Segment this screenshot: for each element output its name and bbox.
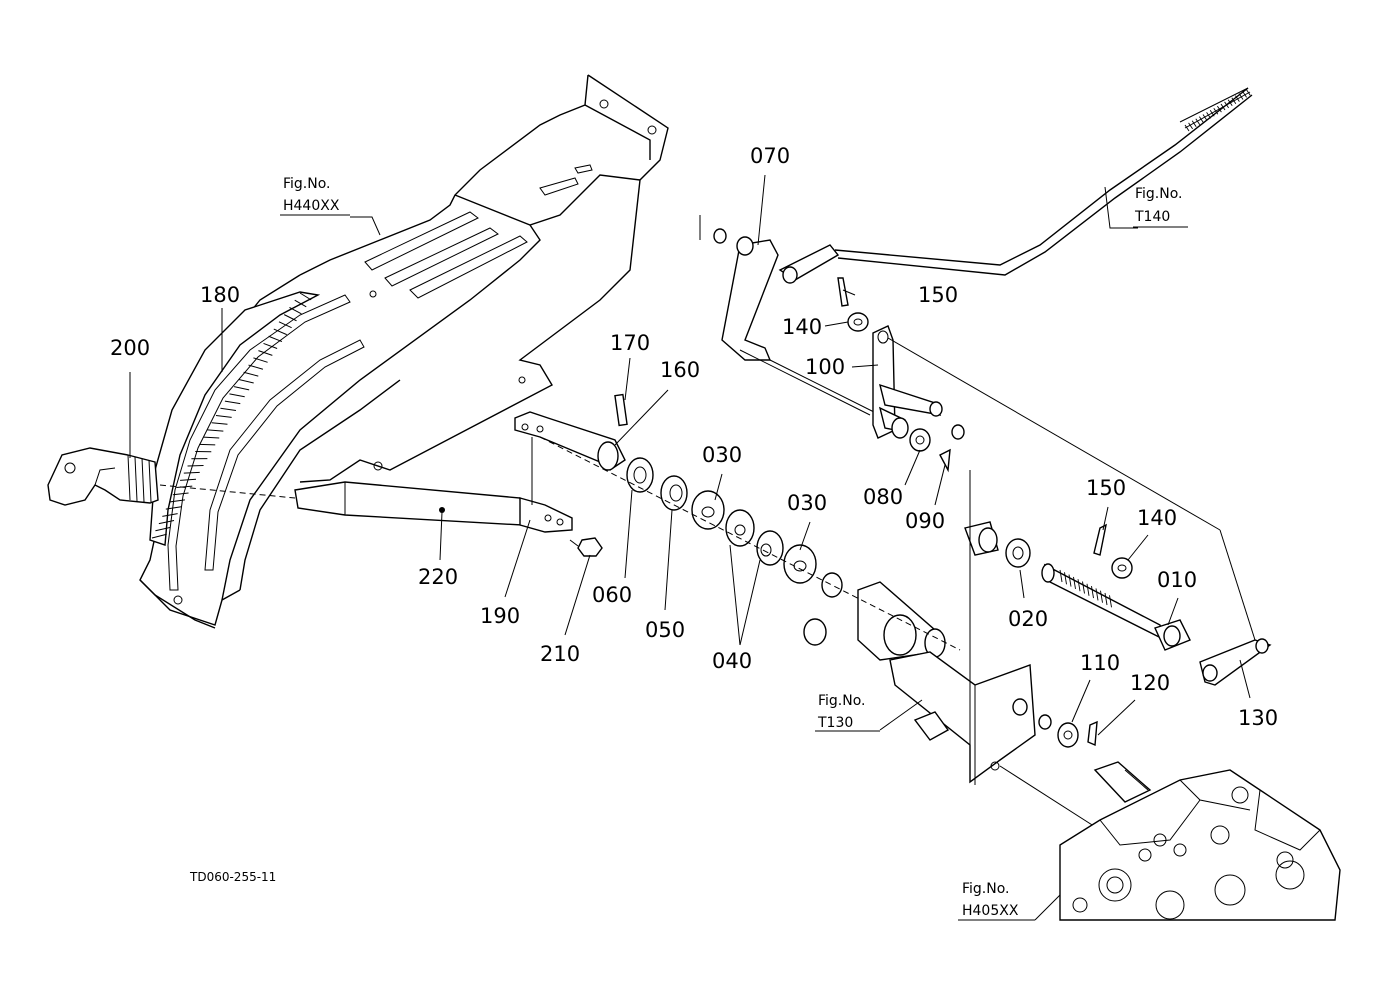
roll-pin [614, 393, 628, 427]
label-190: 190 [480, 604, 520, 628]
drawing-code: TD060-255-11 [189, 870, 276, 884]
washer-110 [1038, 714, 1079, 748]
lever-grip [47, 447, 159, 506]
clevis-pin-upper [837, 277, 849, 307]
fig-ref-t130-code: T130 [817, 715, 853, 731]
fig-ref-h405-code: H405XX [962, 903, 1019, 919]
label-150-upper: 150 [918, 283, 958, 307]
lever-bar [159, 481, 573, 533]
pivot-bracket [514, 411, 626, 505]
label-080: 080 [863, 485, 903, 509]
label-070: 070 [750, 144, 790, 168]
fig-ref-t140-label: Fig.No. [1135, 186, 1183, 202]
lever-plate [872, 325, 1256, 641]
label-130: 130 [1238, 706, 1278, 730]
ribs [151, 292, 312, 539]
label-140-upper: 140 [782, 315, 822, 339]
bolt [569, 537, 603, 557]
threaded-shaft [964, 521, 1272, 686]
label-050: 050 [645, 618, 685, 642]
label-100: 100 [805, 355, 845, 379]
cotter-120 [1087, 720, 1098, 747]
spacer-stack [539, 436, 961, 661]
mount-bracket [889, 470, 1101, 831]
fig-ref-t140-code: T140 [1134, 209, 1170, 225]
label-090: 090 [905, 509, 945, 533]
label-170: 170 [610, 331, 650, 355]
fig-ref-h440-label: Fig.No. [283, 176, 331, 192]
washer-080 [909, 428, 931, 452]
label-120: 120 [1130, 671, 1170, 695]
label-180: 180 [200, 283, 240, 307]
figure-references: Fig.No. H440XX Fig.No. T140 Fig.No. T130… [280, 176, 1188, 921]
label-040: 040 [712, 649, 752, 673]
ribbed-guide [149, 291, 321, 546]
label-160: 160 [660, 358, 700, 382]
washer-upper [847, 312, 869, 332]
label-060: 060 [592, 583, 632, 607]
label-210: 210 [540, 642, 580, 666]
part-number-labels: 070 150 140 100 180 200 170 160 030 030 … [110, 144, 1278, 730]
clevis-pin-lower [1093, 523, 1107, 556]
fig-ref-h405-label: Fig.No. [962, 881, 1010, 897]
fig-ref-t130-label: Fig.No. [818, 693, 866, 709]
arm-linkage [699, 87, 1253, 416]
rod-thread [1184, 89, 1251, 132]
label-110: 110 [1080, 651, 1120, 675]
washer-lower [1111, 557, 1133, 579]
leader-lines [129, 174, 1251, 921]
shaft-thread [1059, 569, 1112, 608]
label-030-a: 030 [702, 443, 742, 467]
cotter-090 [939, 424, 965, 473]
label-220: 220 [418, 565, 458, 589]
label-140-lower: 140 [1137, 506, 1177, 530]
label-030-b: 030 [787, 491, 827, 515]
valve-block [1059, 761, 1341, 921]
fig-ref-h440-code: H440XX [283, 198, 340, 214]
label-150-lower: 150 [1086, 476, 1126, 500]
label-010: 010 [1157, 568, 1197, 592]
label-200: 200 [110, 336, 150, 360]
label-020: 020 [1008, 607, 1048, 631]
